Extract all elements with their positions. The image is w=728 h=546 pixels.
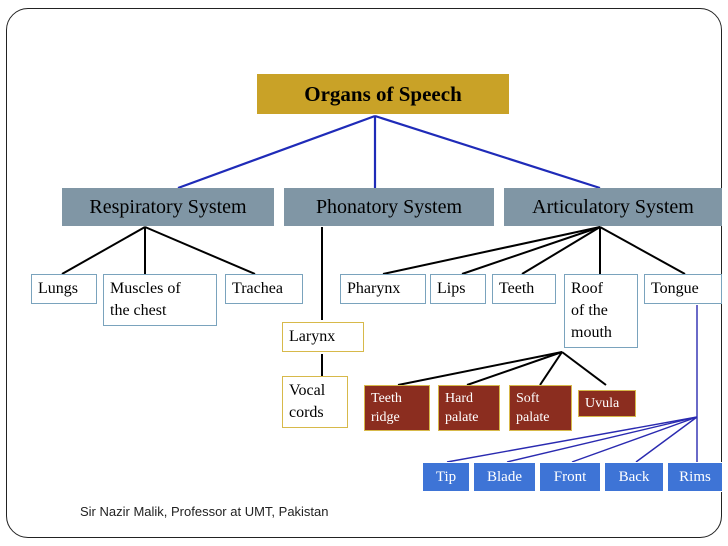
- node-teeth: Teeth: [492, 274, 556, 304]
- articulatory-to-lips-line: [461, 226, 601, 275]
- node-tip: Tip: [422, 462, 470, 492]
- tongue-to-front-line: [571, 416, 698, 463]
- footer-credit: Sir Nazir Malik, Professor at UMT, Pakis…: [80, 504, 329, 519]
- node-respiratory-system: Respiratory System: [62, 188, 274, 226]
- root-to-articulatory-line: [374, 114, 601, 190]
- roof-to-teeth-ridge-line: [397, 351, 563, 386]
- root-node-organs-of-speech: Organs of Speech: [257, 74, 509, 114]
- node-blade: Blade: [473, 462, 536, 492]
- roof-to-soft-palate-line: [539, 351, 563, 386]
- tongue-to-back-line: [635, 416, 698, 463]
- node-hard-palate: Hard palate: [438, 385, 500, 431]
- node-lungs: Lungs: [31, 274, 97, 304]
- node-trachea: Trachea: [225, 274, 303, 304]
- root-to-respiratory-line: [177, 114, 376, 190]
- roof-to-hard-palate-line: [466, 351, 563, 386]
- node-front: Front: [539, 462, 601, 492]
- articulatory-to-tongue-line: [599, 226, 686, 275]
- articulatory-to-teeth-line: [521, 226, 601, 275]
- node-tongue: Tongue: [644, 274, 722, 304]
- respiratory-to-trachea-line: [144, 226, 256, 275]
- node-phonatory-system: Phonatory System: [284, 188, 494, 226]
- node-roof-of-the-mouth: Roof of the mouth: [564, 274, 638, 348]
- node-uvula: Uvula: [578, 390, 636, 417]
- node-larynx: Larynx: [282, 322, 364, 352]
- tongue-to-tip-line: [446, 416, 698, 463]
- tongue-to-blade-line: [506, 416, 698, 463]
- roof-to-uvula-line: [561, 351, 607, 386]
- node-articulatory-system: Articulatory System: [504, 188, 722, 226]
- node-muscles-of-the-chest: Muscles of the chest: [103, 274, 217, 326]
- articulatory-to-pharynx-line: [382, 226, 601, 275]
- node-back: Back: [604, 462, 664, 492]
- node-pharynx: Pharynx: [340, 274, 426, 304]
- node-rims: Rims: [667, 462, 723, 492]
- respiratory-to-lungs-line: [61, 226, 146, 275]
- node-soft-palate: Soft palate: [509, 385, 572, 431]
- node-vocal-cords: Vocal cords: [282, 376, 348, 428]
- node-lips: Lips: [430, 274, 486, 304]
- node-teeth-ridge: Teeth ridge: [364, 385, 430, 431]
